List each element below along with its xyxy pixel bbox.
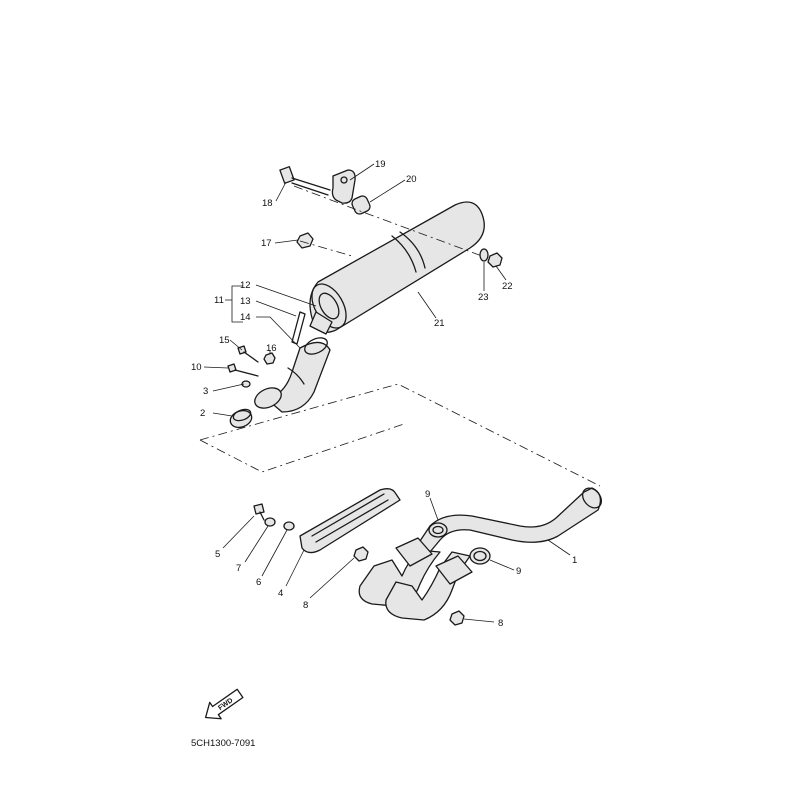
screw-5[interactable] (253, 503, 265, 521)
callout-7: 7 (236, 563, 241, 574)
callout-19: 19 (375, 159, 386, 170)
nut-8-upper[interactable] (353, 546, 369, 562)
nut-17[interactable] (296, 232, 314, 249)
callout-2: 2 (200, 408, 205, 419)
gasket-13[interactable] (291, 311, 306, 345)
callout-5: 5 (215, 549, 220, 560)
exhaust-flange-right[interactable] (435, 555, 473, 585)
callout-1: 1 (572, 555, 577, 566)
callout-12: 12 (240, 280, 251, 291)
bolt-10[interactable] (227, 363, 259, 377)
nut-22[interactable] (487, 252, 503, 268)
bolt-15[interactable] (237, 345, 259, 363)
clamp-3[interactable] (252, 384, 285, 412)
callout-4: 4 (278, 588, 283, 599)
callout-16: 16 (266, 343, 277, 354)
guide-line-frame (199, 383, 601, 487)
bolt-18[interactable] (279, 166, 331, 196)
callout-17: 17 (261, 238, 272, 249)
fwd-arrow-icon: FWD (204, 688, 244, 720)
grommet-collar-20[interactable] (350, 194, 371, 215)
callout-22: 22 (502, 281, 513, 292)
muffler-outlet-pipe-12[interactable] (309, 311, 333, 335)
callout-9-upper: 9 (425, 489, 430, 500)
nut-8-lower[interactable] (449, 610, 465, 626)
gasket-9-upper[interactable] (428, 522, 448, 538)
callout-20: 20 (406, 174, 417, 185)
callout-23: 23 (478, 292, 489, 303)
muffler-joint-pipe-14[interactable] (267, 335, 331, 413)
callout-10: 10 (191, 362, 202, 373)
callout-3: 3 (203, 386, 208, 397)
leader-lines (203, 163, 571, 623)
callout-21: 21 (434, 318, 445, 329)
gasket-9-lower[interactable] (469, 547, 491, 565)
gasket-2[interactable] (228, 407, 254, 430)
callout-13: 13 (240, 296, 251, 307)
callout-8-upper: 8 (303, 600, 308, 611)
guide-line-muffler-side (299, 240, 353, 257)
muffler-21[interactable] (305, 201, 485, 334)
callout-18: 18 (262, 198, 273, 209)
diagram-code: 5CH1300-7091 (191, 738, 255, 749)
callout-11: 11 (214, 295, 224, 306)
callout-6: 6 (256, 577, 261, 588)
washer-3-small[interactable] (241, 380, 251, 388)
nut-16[interactable] (263, 352, 276, 365)
callout-8-lower: 8 (498, 618, 503, 629)
exhaust-flange-left[interactable] (395, 537, 433, 567)
callout-9-lower: 9 (516, 566, 521, 577)
guide-line-muffler-top (293, 185, 483, 257)
callout-14: 14 (240, 312, 251, 323)
callout-15: 15 (219, 335, 230, 346)
muffler-mount-bracket-19[interactable] (331, 169, 356, 204)
washer-7[interactable] (264, 517, 276, 527)
collar-6[interactable] (283, 521, 295, 531)
washer-23[interactable] (479, 248, 489, 262)
heat-protector-4[interactable] (299, 488, 401, 554)
